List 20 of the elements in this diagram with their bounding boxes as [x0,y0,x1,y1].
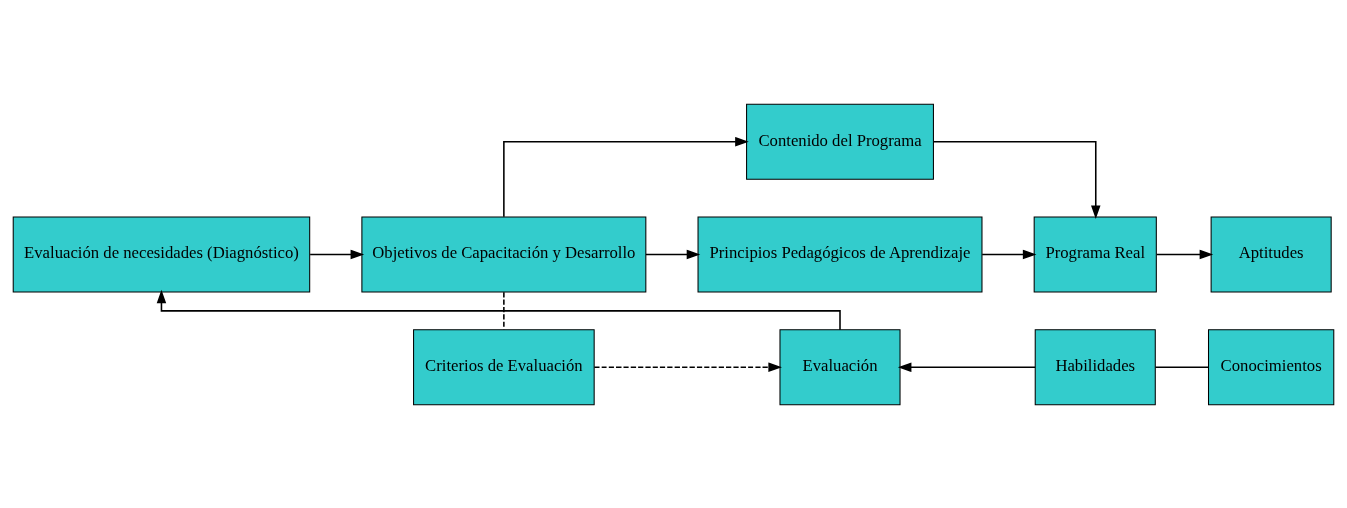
connector [1154,365,1209,368]
arrow [593,362,782,372]
node-box: Conocimientos [1208,328,1335,405]
node-box: Aptitudes [1210,215,1332,293]
arrow [981,249,1037,259]
connector [503,291,505,330]
arrow [503,136,749,217]
node-box: Programa Real [1033,215,1157,293]
node-box: Evaluación de necesidades (Diagnóstico) [12,215,311,293]
arrow [897,362,1036,372]
node-box: Criterios de Evaluación [413,328,595,405]
node-box: Objetivos de Capacitación y Desarrollo [361,215,647,293]
arrow [933,140,1101,219]
arrow [1155,249,1214,259]
arrow [645,249,701,259]
arrow [309,249,365,259]
node-box: Principios Pedagógicos de Aprendizaje [697,215,983,293]
node-box: Evaluación [779,328,901,405]
node-box: Habilidades [1034,328,1156,405]
node-box: Contenido del Programa [746,103,934,180]
